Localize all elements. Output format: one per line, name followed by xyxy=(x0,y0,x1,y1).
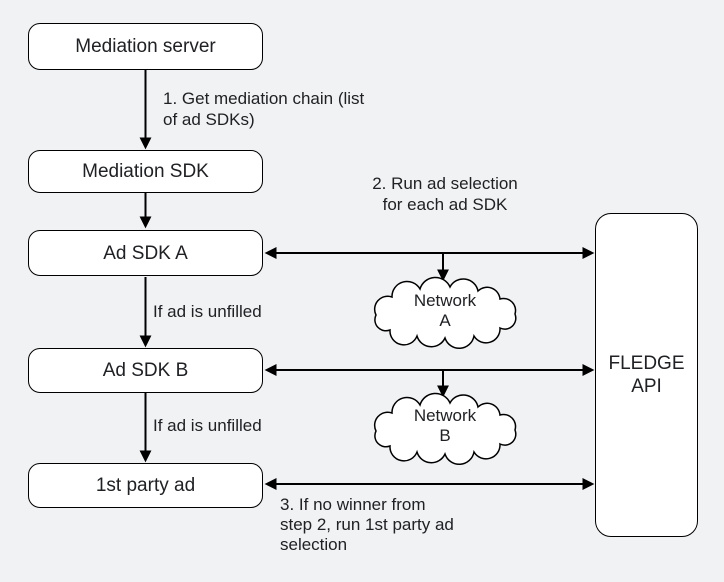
node-label: Ad SDK A xyxy=(103,242,188,264)
network-a-cloud-shape xyxy=(373,276,517,350)
node-fledge-api: FLEDGE API xyxy=(595,213,698,537)
annotation-step-1: 1. Get mediation chain (list of ad SDKs) xyxy=(163,89,365,129)
annotation-if-ad-unfilled-1: If ad is unfilled xyxy=(153,302,262,321)
network-a-cloud-label: Network A xyxy=(413,291,477,330)
node-mediation-server: Mediation server xyxy=(28,23,263,70)
node-label: Mediation SDK xyxy=(82,161,209,182)
node-label: Mediation server xyxy=(75,36,216,57)
network-b-cloud-label: Network B xyxy=(413,406,477,445)
node-ad-sdk-b: Ad SDK B xyxy=(28,348,263,393)
node-label: Ad SDK B xyxy=(102,360,189,381)
node-ad-sdk-a: Ad SDK A xyxy=(28,230,263,276)
node-label: 1st party ad xyxy=(95,475,196,496)
node-first-party-ad: 1st party ad xyxy=(28,463,263,508)
network-b-cloud-shape xyxy=(373,392,517,466)
annotation-step-3: 3. If no winner from step 2, run 1st par… xyxy=(280,495,454,554)
annotation-step-2: 2. Run ad selection for each ad SDK xyxy=(372,174,518,214)
annotation-if-ad-unfilled-2: If ad is unfilled xyxy=(153,416,262,435)
node-label: FLEDGE API xyxy=(608,353,685,397)
node-mediation-sdk: Mediation SDK xyxy=(28,150,263,193)
